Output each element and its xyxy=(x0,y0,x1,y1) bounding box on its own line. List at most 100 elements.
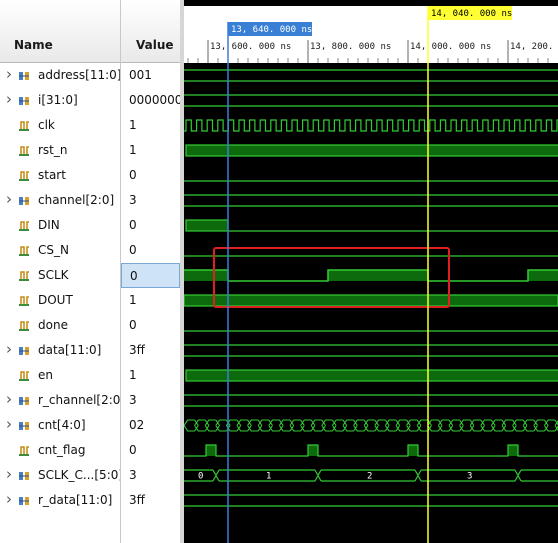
signal-value-cell[interactable]: 0 xyxy=(121,263,180,288)
signal-row-r-data-11-0[interactable]: ›r_data[11:0] xyxy=(0,488,120,513)
signal-name: CS_N xyxy=(38,243,69,257)
signal-row-r-channel-2-0[interactable]: › r_channel[2:0] xyxy=(0,388,125,413)
signal-value: 0 xyxy=(130,269,138,283)
signal-row-sclk-c-5-0[interactable]: › SCLK_C...[5:0] xyxy=(0,463,124,488)
sclk-cnt-value-label: 2 xyxy=(367,472,372,482)
signal-value-cell[interactable]: 1 xyxy=(121,113,180,138)
signal-name: DIN xyxy=(38,218,60,232)
signal-value-cell[interactable]: 001 xyxy=(121,63,180,88)
signal-value-cell[interactable]: 00000000 xyxy=(121,88,180,113)
signal-value-cell[interactable]: 3ff xyxy=(121,488,180,513)
expand-chevron-icon[interactable]: › xyxy=(6,340,12,358)
signal-row-i-31-0[interactable]: ›i[31:0] xyxy=(0,88,120,113)
expand-chevron-icon[interactable]: › xyxy=(6,465,12,483)
signal-row-sclk[interactable]: SCLK xyxy=(0,263,120,288)
name-header-label: Name xyxy=(14,38,53,52)
signal-row-rst-n[interactable]: rst_n xyxy=(0,138,120,163)
signal-row-cnt-flag[interactable]: cnt_flag xyxy=(0,438,120,463)
signal-value-cell[interactable]: 0 xyxy=(121,238,180,263)
name-column-header[interactable]: Name xyxy=(0,0,120,63)
pane-splitter[interactable] xyxy=(180,0,184,543)
signal-row-en[interactable]: en xyxy=(0,363,120,388)
bus-signal-icon xyxy=(19,397,29,405)
signal-value: 3ff xyxy=(129,343,145,357)
expand-chevron-icon[interactable]: › xyxy=(6,390,12,408)
signal-value-cell[interactable]: 0 xyxy=(121,163,180,188)
signal-value-cell[interactable]: 3 xyxy=(121,388,180,413)
signal-value-cell[interactable]: 0 xyxy=(121,438,180,463)
signal-value-cell[interactable]: 1 xyxy=(121,363,180,388)
bus-signal-icon xyxy=(19,497,29,505)
cnt-flag-wave xyxy=(184,444,558,457)
signal-value: 0 xyxy=(129,243,137,257)
logic-signal-icon xyxy=(19,296,29,306)
en-wave xyxy=(185,369,558,382)
cnt-flag-fill xyxy=(308,445,318,456)
signal-value: 1 xyxy=(129,368,137,382)
signal-name: SCLK_C...[5:0] xyxy=(38,468,124,482)
column-divider[interactable] xyxy=(120,0,121,543)
signal-value-cell[interactable]: 0 xyxy=(121,313,180,338)
tick-label: 13, 600. 000 ns xyxy=(210,42,291,52)
clk-wave xyxy=(184,119,558,132)
signal-value: 0 xyxy=(129,318,137,332)
signal-value: 00000000 xyxy=(129,93,180,107)
sclk-fill xyxy=(528,270,558,281)
signal-name: DOUT xyxy=(38,293,73,307)
sclk-cnt-value-label: 1 xyxy=(266,472,271,482)
signal-row-dout[interactable]: DOUT xyxy=(0,288,120,313)
value-column-header[interactable]: Value xyxy=(121,0,180,63)
logic-signal-icon xyxy=(19,221,29,231)
signal-value-cell[interactable]: 1 xyxy=(121,138,180,163)
expand-chevron-icon[interactable]: › xyxy=(6,65,12,83)
signal-row-done[interactable]: done xyxy=(0,313,120,338)
signal-value: 1 xyxy=(129,293,137,307)
expand-chevron-icon[interactable]: › xyxy=(6,490,12,508)
signal-name: clk xyxy=(38,118,55,132)
rst-n-wave xyxy=(185,144,558,157)
tick-label: 14, 000. 000 ns xyxy=(410,42,491,52)
signal-row-address-11-0[interactable]: ›address[11:0] xyxy=(0,63,121,88)
signal-name: data[11:0] xyxy=(38,343,102,357)
signal-name: cnt[4:0] xyxy=(38,418,86,432)
yellow-cursor-label-bg xyxy=(428,6,512,20)
signal-row-clk[interactable]: clk xyxy=(0,113,120,138)
signal-row-channel-2-0[interactable]: ›channel[2:0] xyxy=(0,188,120,213)
bus-signal-icon xyxy=(19,72,29,80)
signal-name: r_channel[2:0] xyxy=(38,393,126,407)
signal-value-cell[interactable]: 1 xyxy=(121,288,180,313)
sclk-cnt-value-label: 3 xyxy=(467,472,472,482)
logic-signal-icon xyxy=(19,171,29,181)
signal-value-cell[interactable]: 3 xyxy=(121,463,180,488)
signal-row-cs-n[interactable]: CS_N xyxy=(0,238,120,263)
signal-value: 0 xyxy=(129,218,137,232)
sclk-cnt-wave xyxy=(184,469,558,482)
blue-cursor-label: 13, 640. 000 ns xyxy=(231,25,312,35)
dout-wave xyxy=(184,294,558,307)
logic-signal-icon xyxy=(19,271,29,281)
cnt-flag-fill xyxy=(206,445,216,456)
signal-value-cell[interactable]: 3ff xyxy=(121,338,180,363)
signal-value: 0 xyxy=(129,168,137,182)
timeline-top-band xyxy=(184,0,558,6)
expand-chevron-icon[interactable]: › xyxy=(6,90,12,108)
expand-chevron-icon[interactable]: › xyxy=(6,415,12,433)
cnt-flag-fill xyxy=(508,445,518,456)
bus-signal-icon xyxy=(19,422,29,430)
signal-row-data-11-0[interactable]: › data[11:0] xyxy=(0,338,120,363)
sclk-cnt-value-label: 0 xyxy=(198,472,203,482)
expand-chevron-icon[interactable]: › xyxy=(6,190,12,208)
signal-value-cell[interactable]: 02 xyxy=(121,413,180,438)
signal-row-start[interactable]: start xyxy=(0,163,120,188)
signal-value: 001 xyxy=(129,68,152,82)
logic-signal-icon xyxy=(19,446,29,456)
signal-value: 1 xyxy=(129,143,137,157)
logic-signal-icon xyxy=(19,146,29,156)
signal-value-cell[interactable]: 3 xyxy=(121,188,180,213)
bus-signal-icon xyxy=(19,97,29,105)
signal-value-cell[interactable]: 0 xyxy=(121,213,180,238)
signal-row-din[interactable]: DIN xyxy=(0,213,120,238)
signal-row-cnt-4-0[interactable]: › cnt[4:0] xyxy=(0,413,120,438)
